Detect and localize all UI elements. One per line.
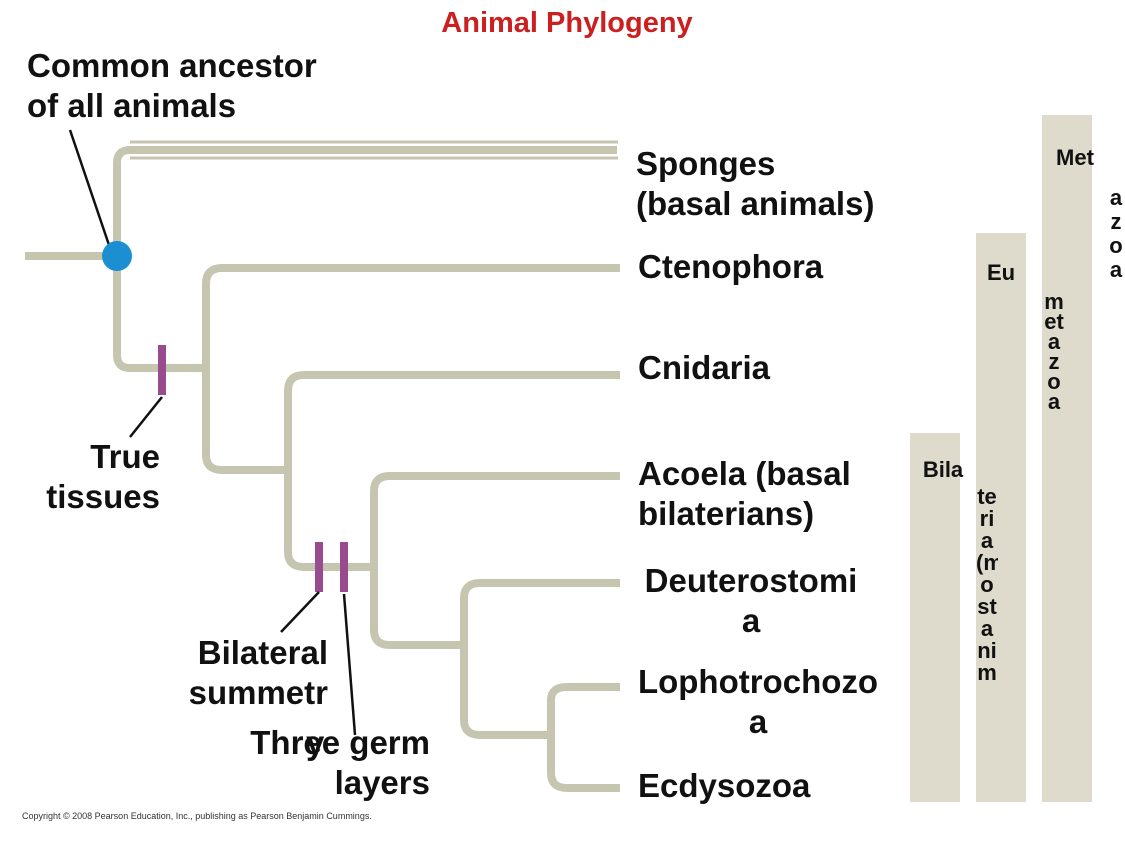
taxon-cnidaria: Cnidaria (638, 349, 771, 386)
taxon-lophotrochozoa: Lophotrochozo a (637, 663, 879, 741)
bilateria-label-tail: teria(mostanim (976, 486, 998, 685)
eumetazoa-inner-branch (202, 368, 288, 474)
bilateria-band (910, 433, 960, 802)
taxon-sponges: Sponges (basal animals) (636, 145, 875, 223)
ecdysozoa-branch (547, 735, 620, 792)
common-ancestor-label: Common ancestor of all animals (27, 47, 317, 125)
three-germ-layers-label: Three germ layers (250, 724, 430, 802)
lophotrochozoa-branch (547, 683, 620, 735)
metazoa-band (1042, 115, 1092, 802)
nephrozoa-branch (370, 567, 464, 649)
metazoa-label-head: Met (1056, 145, 1094, 170)
taxon-ecdysozoa: Ecdysozoa (638, 767, 811, 804)
bilateria-label-head: Bila (922, 457, 964, 482)
metazoa-label-tail: azoa (1109, 185, 1123, 282)
bilateral-symmetry-label-overflow: y (306, 724, 325, 761)
trunk-branch (113, 256, 206, 372)
eumetazoa-label-tail: metazoa (1044, 289, 1064, 414)
cnidaria-branch (284, 371, 620, 470)
bilateria-stem-branch (284, 470, 374, 571)
taxon-acoela: Acoela (basal bilaterians) (638, 455, 851, 533)
true-tissues-label: True tissues (46, 438, 160, 516)
common-ancestor-pointer (68, 129, 112, 249)
diagram-title: Animal Phylogeny (441, 7, 693, 39)
copyright-notice: Copyright © 2008 Pearson Education, Inc.… (22, 811, 372, 821)
bilateral-symmetry-label: Bilateral summetr (188, 634, 328, 712)
eumetazoa-band (976, 233, 1026, 802)
eumetazoa-label-head: Eu (986, 260, 1016, 285)
acoela-branch (370, 472, 620, 567)
ctenophora-branch (202, 264, 620, 368)
taxon-deuterostomia: Deuterostomi a (644, 562, 858, 640)
common-ancestor-node (102, 241, 132, 271)
three-germ-layers-pointer (342, 593, 357, 736)
taxon-ctenophora: Ctenophora (638, 248, 824, 285)
bilateral-symmetry-pointer (280, 591, 320, 633)
deuterostomia-branch (460, 579, 620, 645)
true-tissues-pointer (129, 396, 163, 438)
protostomia-branch (460, 645, 551, 739)
sponges-branch (113, 146, 617, 256)
